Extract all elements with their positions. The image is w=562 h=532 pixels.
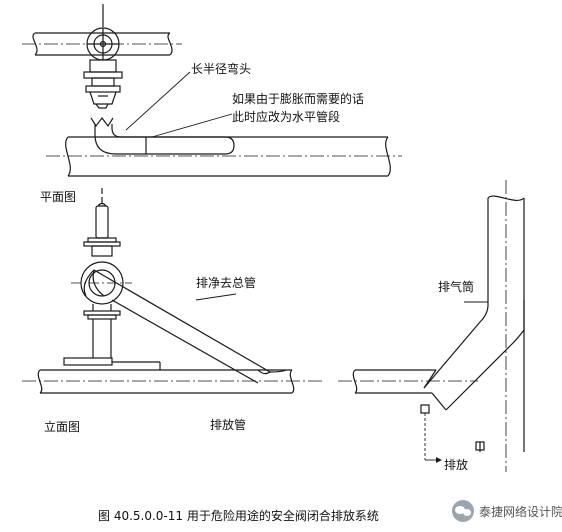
valve-elevation xyxy=(71,188,132,358)
wechat-icon xyxy=(452,500,474,522)
long-radius-elbow xyxy=(90,117,147,155)
label-note-line1: 如果由于膨胀而需要的话 xyxy=(232,92,365,106)
clean-header-leader xyxy=(195,293,237,301)
drain-connection xyxy=(420,404,442,463)
label-note-line2: 此时应改为水平管段 xyxy=(232,110,341,124)
horizontal-feed-pipe xyxy=(338,369,478,411)
figure-caption: 图 40.5.0.0-11 用于危险用途的安全阀闭合排放系统 xyxy=(98,509,379,523)
plan-main-pipe xyxy=(46,136,402,177)
watermark-text: 泰捷网络设计院 xyxy=(479,504,562,519)
label-discharge-pipe: 排放管 xyxy=(210,418,247,432)
label-drain: 排放 xyxy=(444,458,469,472)
branch-pipe xyxy=(83,269,271,384)
discharge-pipe-elevation xyxy=(22,357,322,394)
watermark: 泰捷网络设计院 xyxy=(452,500,562,522)
label-clean-header: 排净去总管 xyxy=(196,276,257,290)
elbow-leader-line xyxy=(125,71,191,131)
label-vent-stack: 排气筒 xyxy=(438,280,475,294)
vent-stack xyxy=(423,180,525,472)
label-plan-view: 平面图 xyxy=(40,190,77,204)
label-long-radius-elbow: 长半径弯头 xyxy=(191,62,252,76)
valve-top-view xyxy=(83,4,123,109)
label-elevation-view: 立面图 xyxy=(44,420,81,434)
note-leader-line xyxy=(151,113,233,138)
